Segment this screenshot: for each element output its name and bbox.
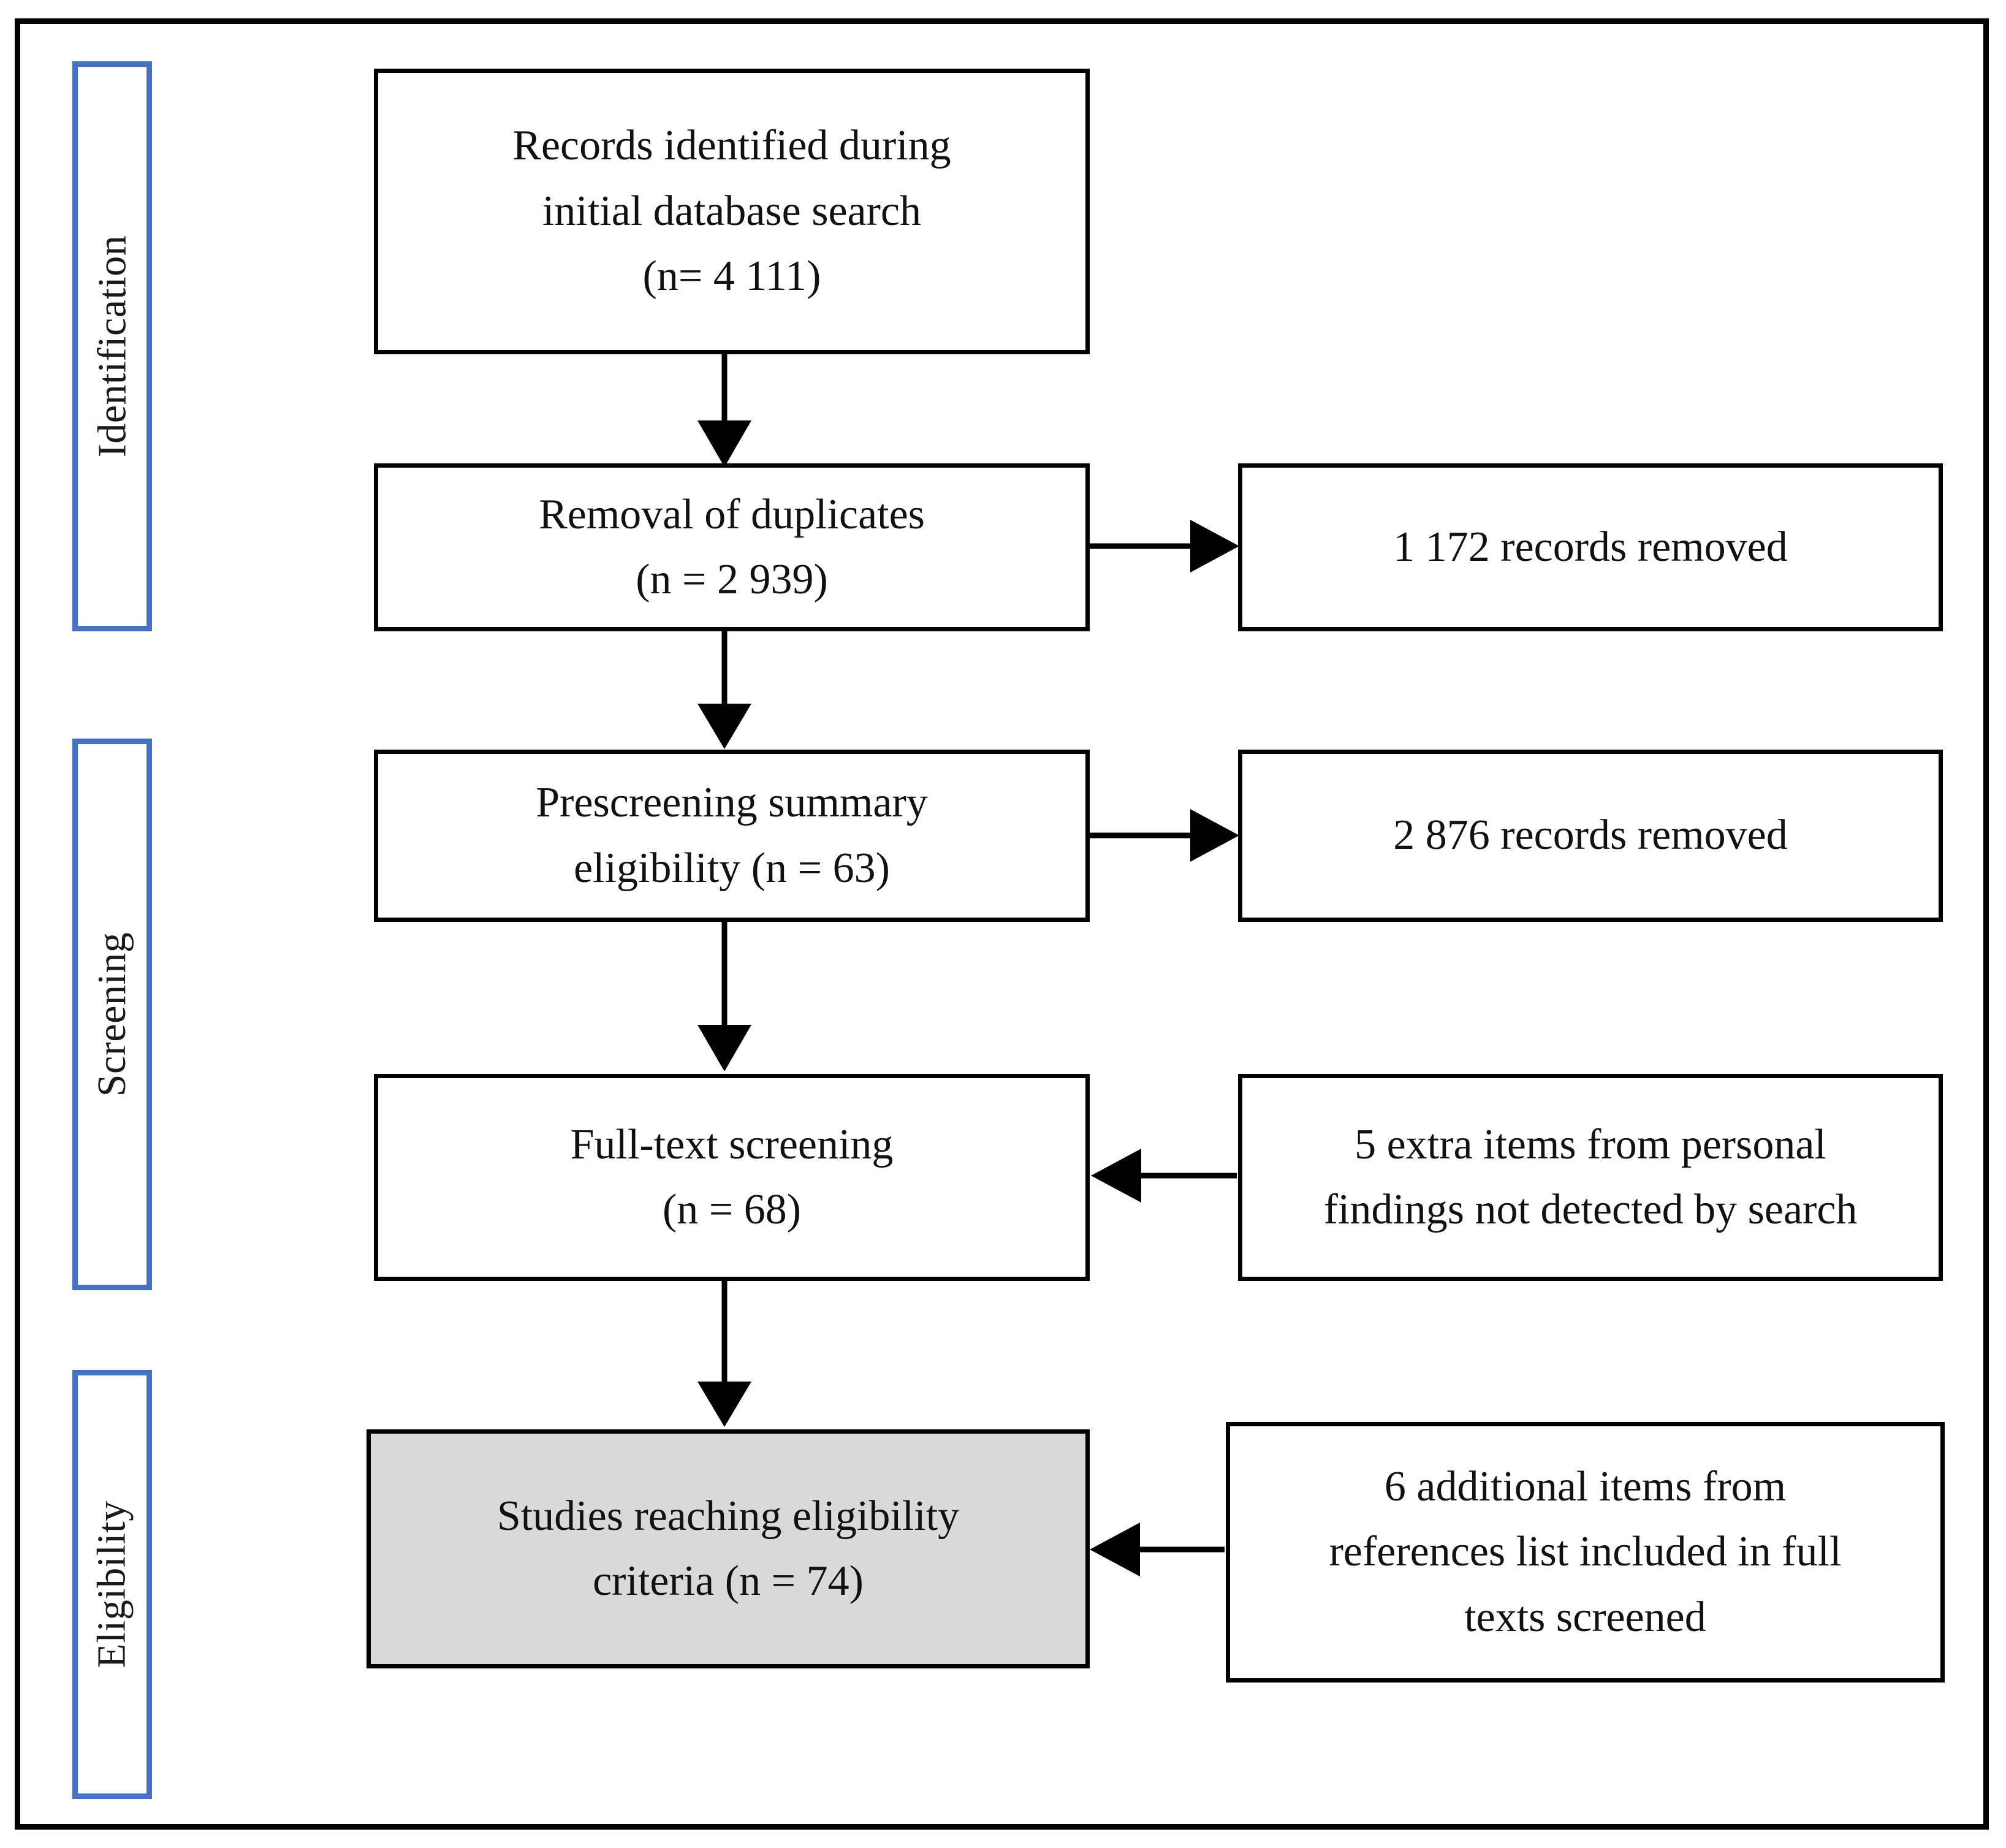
box-additional-references: 6 additional items from references list … (1226, 1422, 1945, 1683)
box-removal-duplicates-text: Removal of duplicates (n = 2 939) (539, 482, 925, 613)
line-2: references list included in full (1329, 1528, 1842, 1576)
box-additional-references-text: 6 additional items from references list … (1329, 1454, 1842, 1650)
stage-label-identification: Identification (89, 235, 134, 458)
line-1: Studies reaching eligibility (496, 1492, 960, 1540)
box-records-identified: Records identified during initial databa… (374, 69, 1090, 354)
box-prescreening-removed: 2 876 records removed (1238, 750, 1943, 922)
box-removal-duplicates: Removal of duplicates (n = 2 939) (374, 463, 1090, 631)
stage-label-eligibility: Eligibility (89, 1500, 134, 1668)
stage-box-identification: Identification (72, 61, 152, 631)
stage-label-screening: Screening (89, 932, 134, 1097)
box-duplicates-removed-text: 1 172 records removed (1393, 515, 1787, 580)
stage-box-screening: Screening (72, 739, 152, 1290)
box-prescreening-removed-text: 2 876 records removed (1393, 803, 1787, 868)
line-2: eligibility (n = 63) (574, 844, 890, 892)
line-3: texts screened (1464, 1593, 1706, 1641)
line-1: Records identified during (512, 122, 951, 170)
box-records-identified-text: Records identified during initial databa… (512, 113, 951, 309)
line-1: 1 172 records removed (1393, 523, 1788, 571)
line-1: 2 876 records removed (1393, 812, 1788, 859)
line-2: (n = 2 939) (636, 556, 828, 603)
line-1: 5 extra items from personal (1354, 1120, 1826, 1168)
line-2: (n = 68) (662, 1186, 802, 1233)
box-prescreening-summary-text: Prescreening summary eligibility (n = 63… (536, 770, 928, 901)
line-1: 6 additional items from (1384, 1462, 1787, 1510)
line-1: Full-text screening (570, 1120, 894, 1168)
line-2: initial database search (542, 187, 922, 235)
stage-box-eligibility: Eligibility (72, 1370, 152, 1799)
box-prescreening-summary: Prescreening summary eligibility (n = 63… (374, 750, 1090, 922)
box-extra-personal-findings-text: 5 extra items from personal findings not… (1324, 1112, 1858, 1243)
line-1: Removal of duplicates (539, 490, 925, 538)
box-studies-eligibility-text: Studies reaching eligibility criteria (n… (497, 1484, 959, 1614)
box-full-text-screening-text: Full-text screening (n = 68) (571, 1112, 894, 1243)
box-extra-personal-findings: 5 extra items from personal findings not… (1238, 1074, 1943, 1281)
line-3: (n= 4 111) (642, 253, 821, 300)
box-studies-eligibility: Studies reaching eligibility criteria (n… (367, 1429, 1090, 1668)
line-2: criteria (n = 74) (593, 1557, 864, 1605)
box-full-text-screening: Full-text screening (n = 68) (374, 1074, 1090, 1281)
line-2: findings not detected by search (1323, 1186, 1858, 1233)
line-1: Prescreening summary (536, 779, 928, 827)
box-duplicates-removed: 1 172 records removed (1238, 463, 1943, 631)
